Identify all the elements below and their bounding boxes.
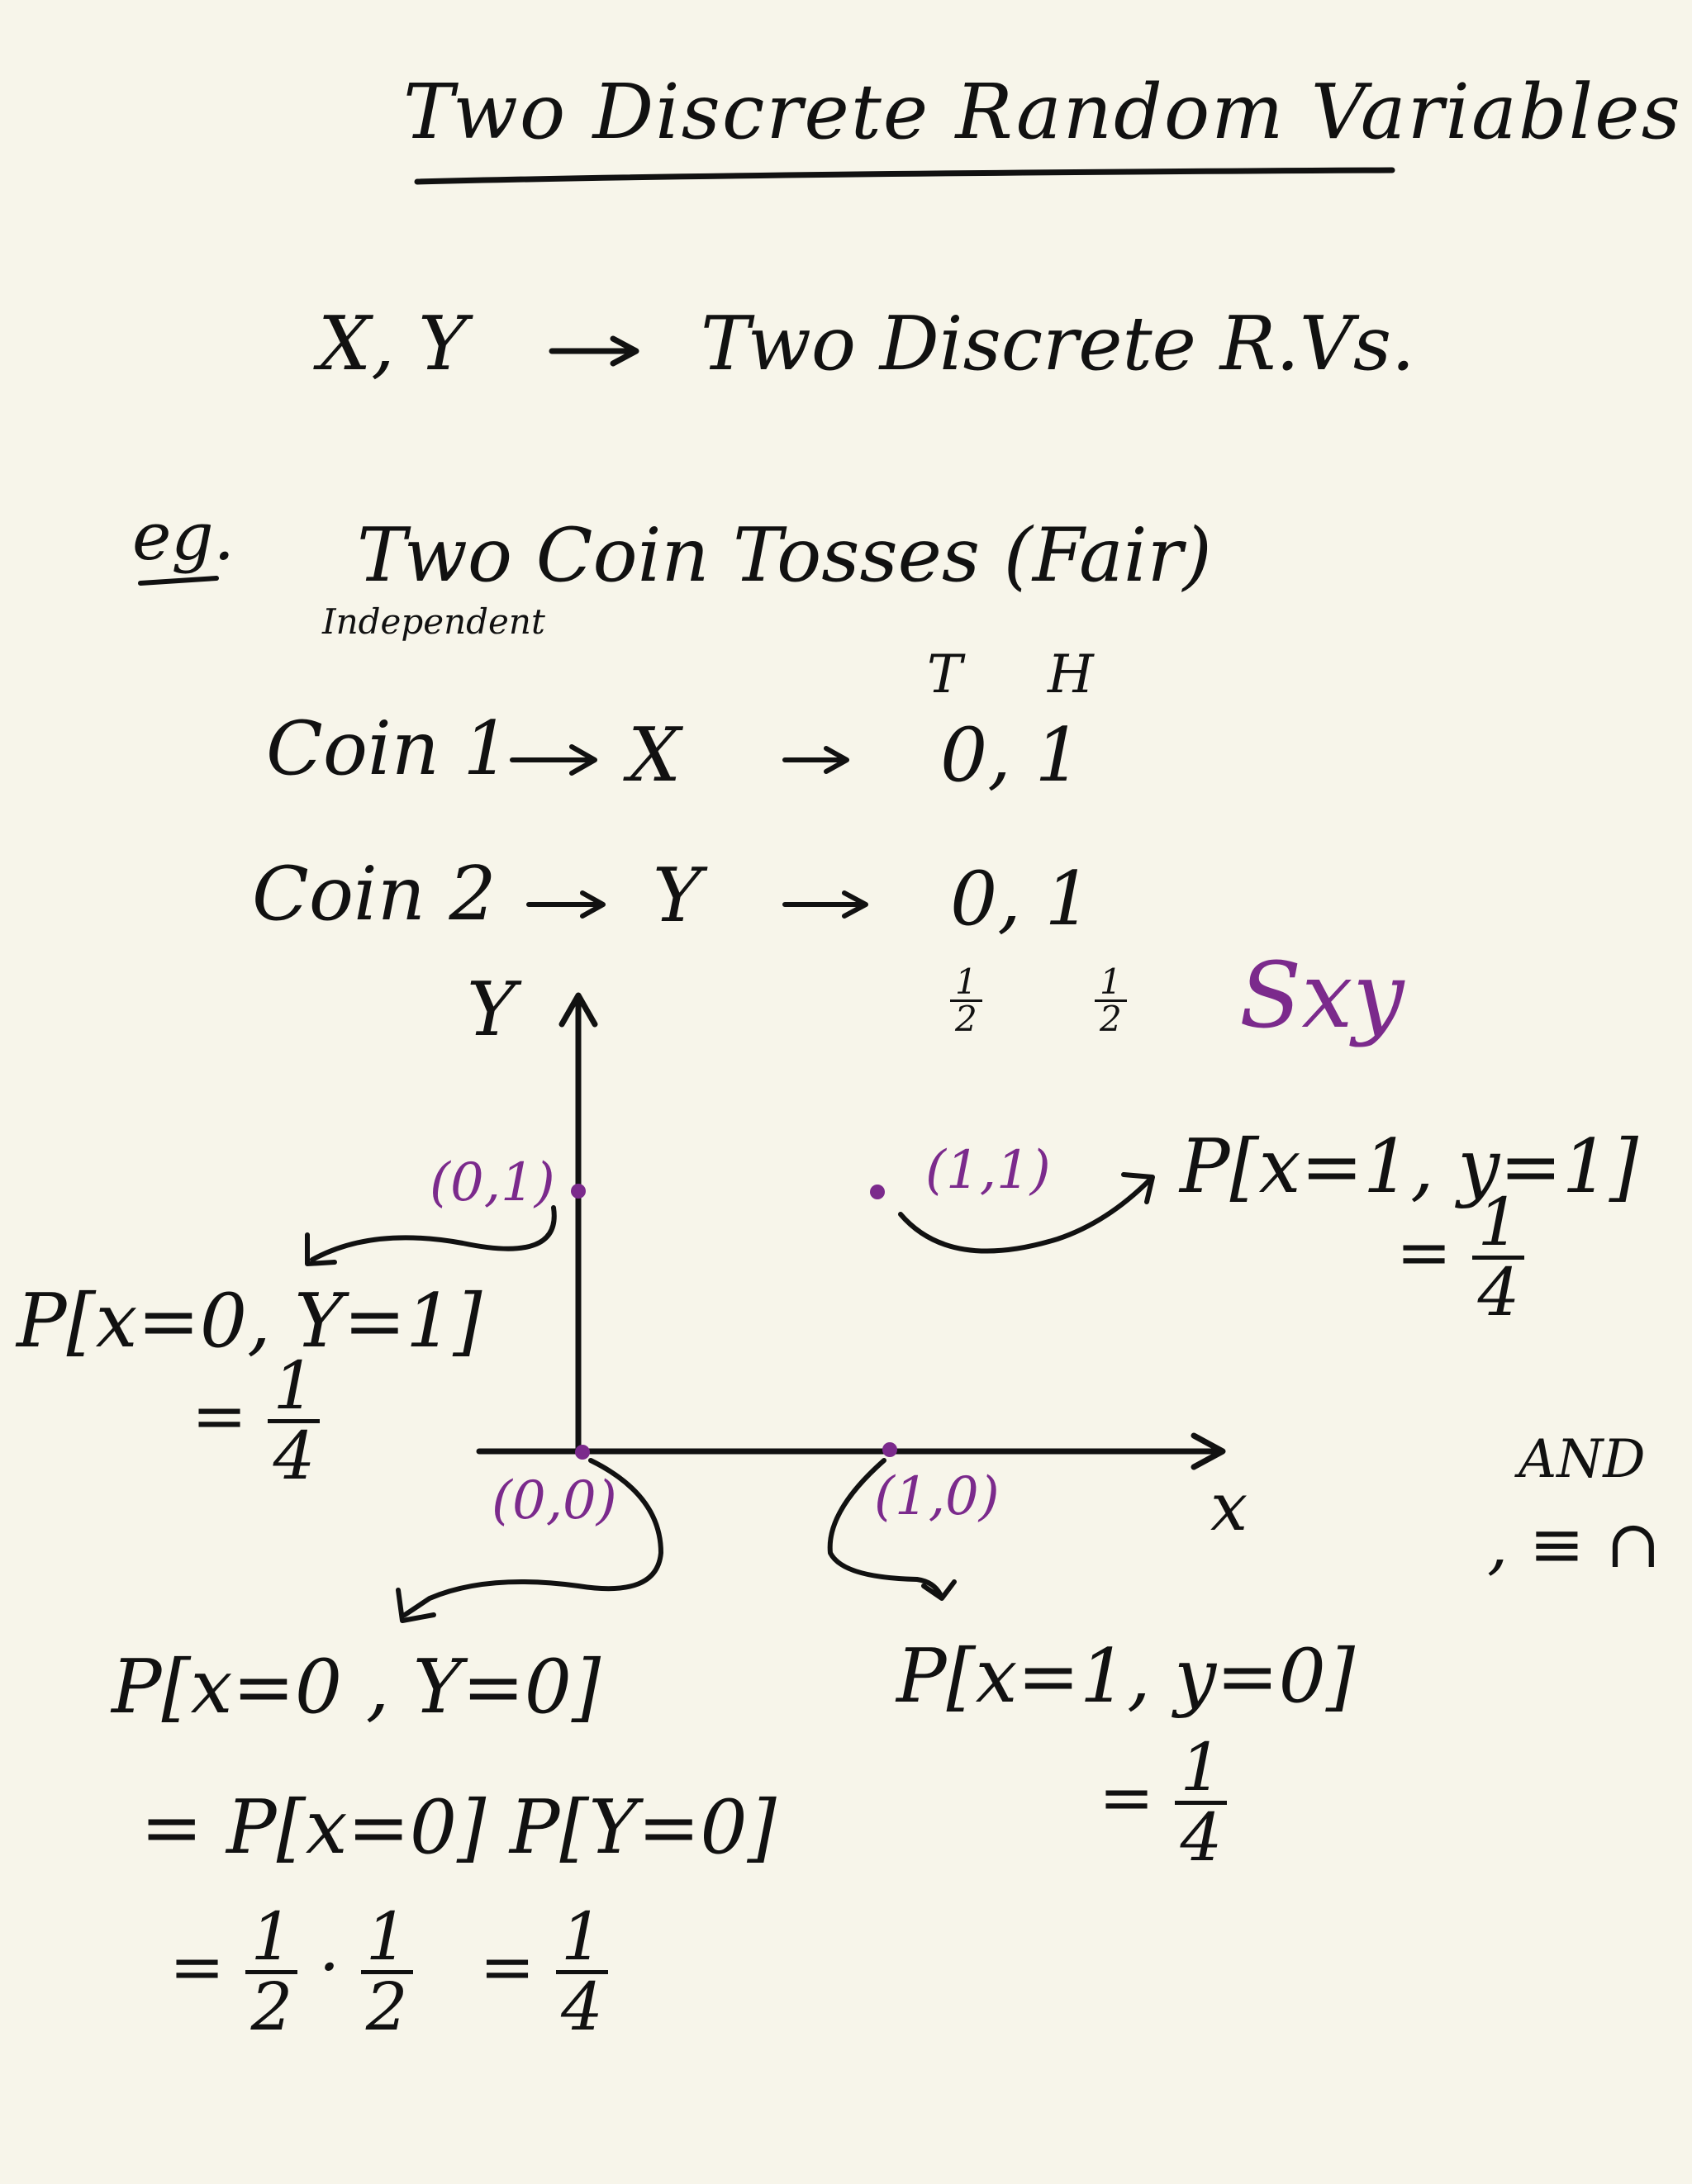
- eg-underline: [138, 576, 219, 586]
- point-1-0: [882, 1442, 897, 1457]
- point-0-1: [571, 1184, 586, 1199]
- coin1-values: 0, 1: [940, 712, 1082, 799]
- and-note: AND: [1519, 1429, 1646, 1490]
- header-t: T: [927, 644, 962, 705]
- definition-text: Two Discrete R.Vs.: [701, 301, 1415, 387]
- y-axis-label: Y: [467, 966, 516, 1053]
- x-axis-label: x: [1210, 1469, 1248, 1545]
- example-heading: Two Coin Tosses (Fair): [357, 512, 1212, 599]
- definition-vars: X, Y: [318, 301, 468, 387]
- sample-space-label: Sxy: [1239, 942, 1404, 1048]
- p01-expression: P[x=0, Y=1]: [17, 1278, 482, 1365]
- p11-expression: P[x=1, y=1]: [1180, 1123, 1638, 1210]
- coin2-arrow-1: [526, 890, 606, 919]
- example-note: Independent: [322, 601, 545, 642]
- p10-expression: P[x=1, y=0]: [896, 1633, 1355, 1720]
- y-axis: [558, 992, 598, 1457]
- arrow-to-p01: [305, 1205, 557, 1266]
- and-symbols: , ≡ ∩: [1487, 1506, 1661, 1583]
- title-underline: [414, 167, 1395, 185]
- definition-arrow: [549, 335, 639, 367]
- coin2-var: Y: [653, 852, 702, 939]
- coin1-var: X: [628, 712, 682, 799]
- page-title: Two Discrete Random Variables: [403, 68, 1682, 156]
- arrow-to-p11: [898, 1172, 1155, 1254]
- coin1-arrow-2: [782, 746, 849, 774]
- header-h: H: [1048, 644, 1094, 705]
- point-label-0-0: (0,0): [492, 1470, 617, 1531]
- coin2-arrow-2: [782, 890, 868, 919]
- point-1-1: [870, 1185, 885, 1199]
- point-label-0-1: (0,1): [430, 1152, 555, 1213]
- coin1-arrow-1: [510, 744, 597, 776]
- point-0-0: [575, 1445, 590, 1460]
- p00-step1: = P[x=0] P[Y=0]: [140, 1784, 777, 1871]
- example-label: eg.: [132, 498, 235, 575]
- point-label-1-1: (1,1): [925, 1140, 1051, 1201]
- p00-expression: P[x=0 , Y=0]: [112, 1644, 601, 1731]
- arrow-to-p10: [827, 1458, 957, 1601]
- coin2-values: 0, 1: [950, 856, 1092, 942]
- point-label-1-0: (1,0): [874, 1466, 1000, 1527]
- x-axis: [476, 1432, 1226, 1470]
- coin2-label: Coin 2: [252, 851, 497, 938]
- coin1-label: Coin 1: [266, 705, 511, 792]
- arrow-to-p00: [396, 1458, 663, 1623]
